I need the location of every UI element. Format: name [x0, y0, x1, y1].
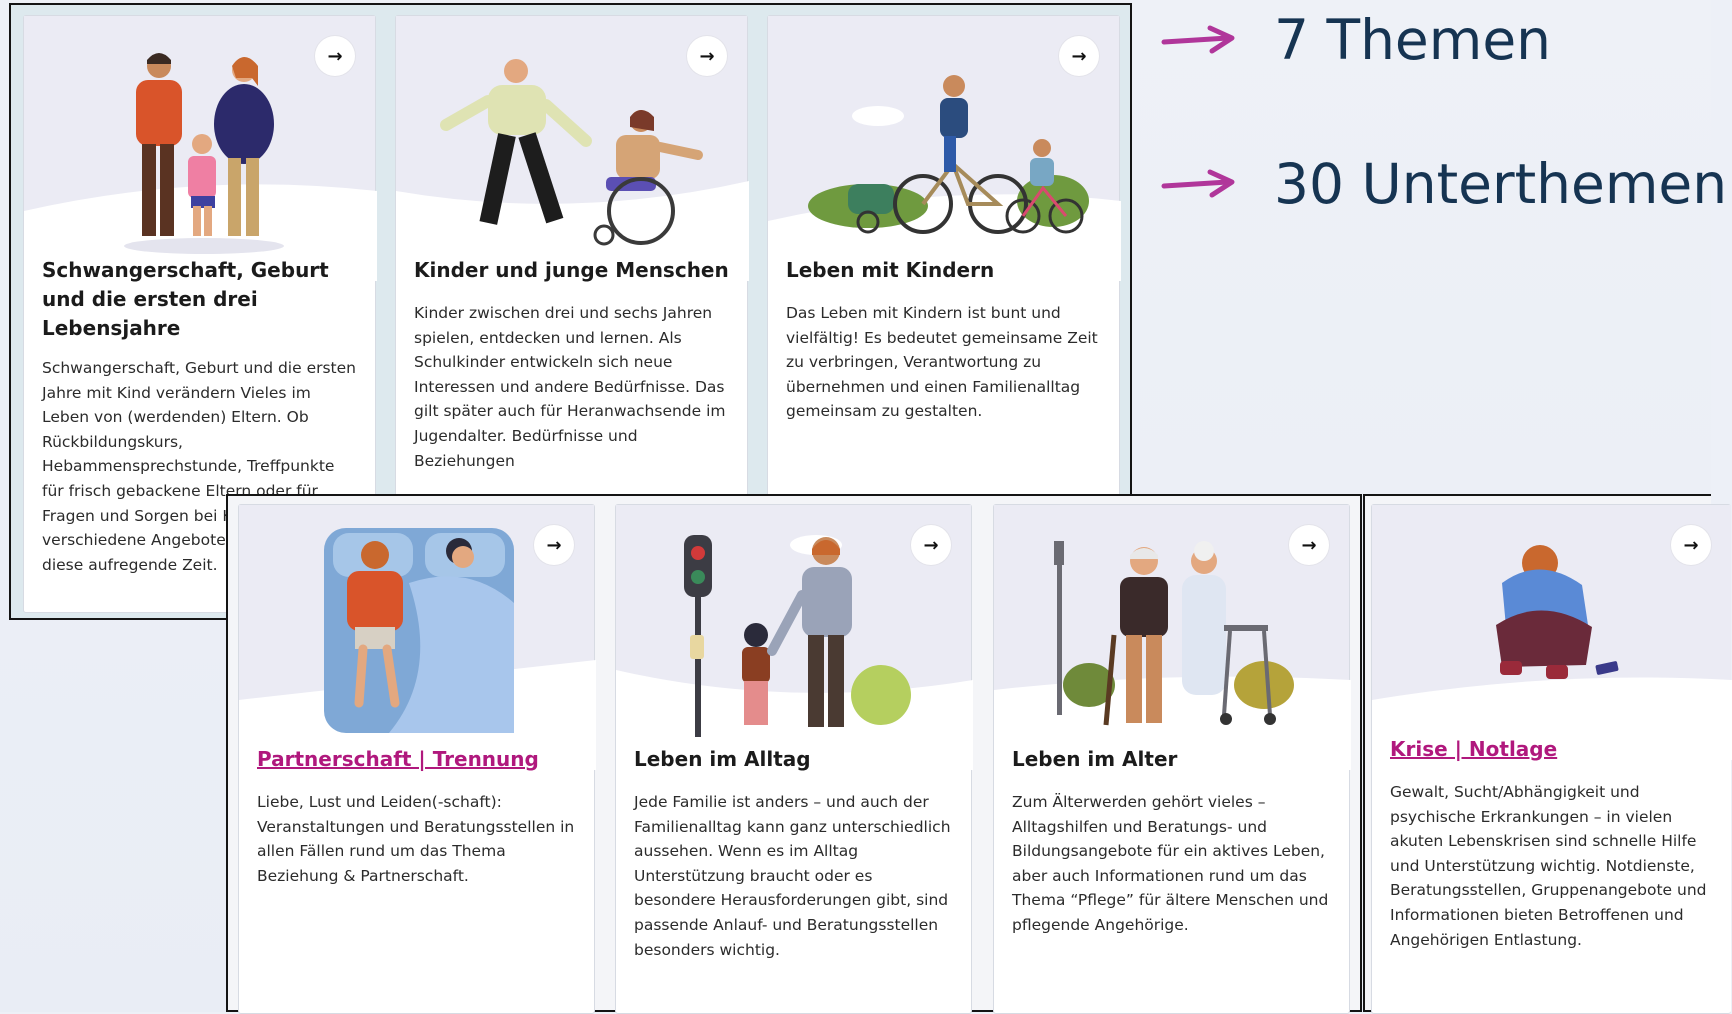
arrow-right-icon	[1161, 169, 1235, 198]
card-arrow-button[interactable]: →	[1671, 525, 1711, 565]
card-arrow-button[interactable]: →	[687, 36, 727, 76]
card-arrow-button[interactable]: →	[315, 36, 355, 76]
card-description: Das Leben mit Kindern ist bunt und vielf…	[786, 304, 1098, 421]
topic-card-crisis[interactable]: → Krise | Notlage Gewalt, Sucht/Abhängig…	[1371, 504, 1732, 1014]
card-description: Liebe, Lust und Leiden(-schaft): Veranst…	[257, 793, 575, 885]
screenshot-crisis-card: → Krise | Notlage Gewalt, Sucht/Abhängig…	[1363, 494, 1732, 1014]
young-people-icon	[440, 59, 703, 246]
card-description: Zum Älterwerden gehört vieles – Alltagsh…	[1012, 793, 1329, 934]
card-title[interactable]: Kinder und junge Menschen	[414, 258, 729, 282]
card-description: Gewalt, Sucht/Abhängigkeit und psychisch…	[1390, 783, 1707, 949]
card-title[interactable]: Leben mit Kindern	[786, 258, 995, 282]
card-arrow-button[interactable]: →	[1289, 525, 1329, 565]
family-bicycle-icon	[808, 75, 1089, 234]
pregnancy-family-icon	[124, 53, 284, 254]
card-title-link[interactable]: Krise | Notlage	[1390, 737, 1558, 761]
stat-subthemes: 30 Unterthemen	[1160, 152, 1727, 216]
card-arrow-button[interactable]: →	[911, 525, 951, 565]
card-title[interactable]: Schwangerschaft, Geburt und die ersten d…	[42, 258, 329, 340]
topic-card-partnership[interactable]: → Partnerschaft | Trennung Liebe, Lust u…	[238, 504, 596, 1014]
topic-card-old-age[interactable]: → Leben im Alter Zum Älterwerden gehört …	[993, 504, 1351, 1014]
topic-card-daily-life[interactable]: → Leben im Alltag Jede Familie ist ander…	[615, 504, 973, 1014]
screenshot-bottom-cards: → Partnerschaft | Trennung Liebe, Lust u…	[226, 494, 1362, 1014]
card-description: Jede Familie ist anders – und auch der F…	[634, 793, 951, 959]
card-title-link[interactable]: Partnerschaft | Trennung	[257, 747, 539, 771]
card-description: Kinder zwischen drei und sechs Jahren sp…	[414, 304, 726, 470]
stat-themes: 7 Themen	[1160, 8, 1551, 72]
stat-label: 30 Unterthemen	[1274, 152, 1728, 216]
card-title[interactable]: Leben im Alltag	[634, 747, 811, 771]
card-title[interactable]: Leben im Alter	[1012, 747, 1178, 771]
couple-bed-icon	[324, 528, 514, 733]
card-arrow-button[interactable]: →	[534, 525, 574, 565]
elderly-couple-icon	[1054, 541, 1294, 726]
traffic-light-icon	[684, 535, 911, 737]
stat-label: 7 Themen	[1274, 8, 1552, 72]
card-illustration	[768, 16, 1121, 281]
card-arrow-button[interactable]: →	[1059, 36, 1099, 76]
arrow-right-icon	[1161, 25, 1235, 54]
person-in-crisis-icon	[1496, 545, 1619, 679]
